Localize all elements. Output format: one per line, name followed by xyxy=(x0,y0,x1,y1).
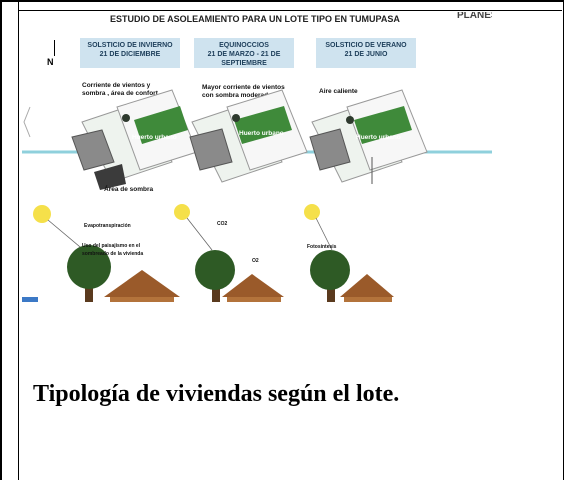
garden-label: Huerto urbano xyxy=(356,134,401,141)
season-box-equinox: EQUINOCCIOS 21 DE MARZO - 21 DE SEPTIEMB… xyxy=(194,38,294,68)
season-box-summer: SOLSTICIO DE VERANO 21 DE JUNIO xyxy=(316,38,416,68)
section-drawing-3 xyxy=(310,250,394,302)
winter-wind-label: Corriente de vientos y sombra , área de … xyxy=(82,82,158,97)
photosynthesis-label: Fotosíntesis xyxy=(307,244,337,250)
north-label: N xyxy=(47,57,54,67)
caption: Tipología de viviendas según el lote. xyxy=(33,381,400,407)
season-line: 21 DE JUNIO xyxy=(344,51,388,58)
equinox-wind-label: Mayor corriente de vientos con sombra mo… xyxy=(202,84,285,99)
blue-tab xyxy=(22,297,38,302)
chevron-left-icon xyxy=(23,106,31,138)
sun-icon xyxy=(33,205,51,223)
site-plan-summer xyxy=(309,89,428,184)
garden-label: Huerto urbano xyxy=(239,130,284,137)
top-rule xyxy=(18,10,562,11)
illustration-svg xyxy=(22,89,492,302)
season-line: SOLSTICIO DE INVIERNO xyxy=(87,42,173,49)
season-line: 21 DE MARZO - 21 DE xyxy=(207,51,281,58)
site-plan-equinox xyxy=(189,89,308,183)
evapotranspiration-label: Evapotranspiración xyxy=(84,223,131,229)
garden-label: Huerto urbano xyxy=(132,134,177,141)
landscape-use-label: Uso del paisajismo en el sombreado de la… xyxy=(82,243,144,257)
co2-label: CO2 xyxy=(217,221,228,227)
season-line: 21 DE DICIEMBRE xyxy=(99,51,161,58)
sun-icon xyxy=(174,204,190,220)
site-plan-winter xyxy=(71,89,198,190)
shade-area-label: Área de sombra xyxy=(104,186,154,193)
section-drawing-1 xyxy=(67,245,180,302)
o2-label: O2 xyxy=(252,258,259,264)
season-line: SOLSTICIO DE VERANO xyxy=(325,42,407,49)
summer-air-label: Aire caliente xyxy=(319,88,358,95)
sunlight-study-figure: ESTUDIO DE ASOLEAMIENTO PARA UN LOTE TIP… xyxy=(22,12,492,302)
corner-label: PLANES xyxy=(457,12,492,21)
sun-icon xyxy=(304,204,320,220)
season-line: EQUINOCCIOS xyxy=(219,42,269,49)
section-drawing-2 xyxy=(195,250,284,302)
figure-title: ESTUDIO DE ASOLEAMIENTO PARA UN LOTE TIP… xyxy=(110,14,400,24)
season-line: SEPTIEMBRE xyxy=(221,60,267,67)
north-arrow-icon xyxy=(54,40,55,56)
left-rule xyxy=(18,0,19,480)
season-box-winter: SOLSTICIO DE INVIERNO 21 DE DICIEMBRE xyxy=(80,38,180,68)
